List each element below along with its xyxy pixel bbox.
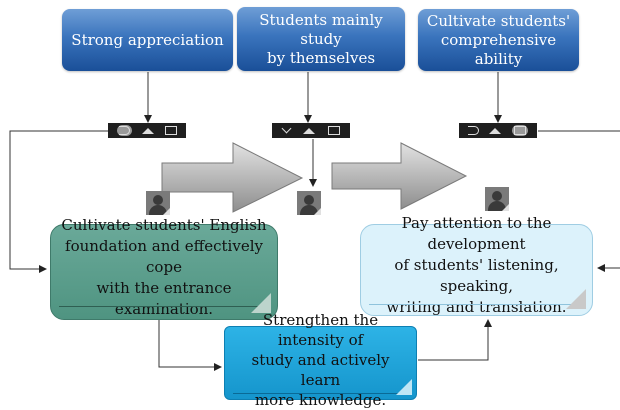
top-box-middle-line2: by themselves	[266, 48, 376, 67]
navbar-right	[459, 123, 537, 138]
home-icon[interactable]	[302, 127, 315, 134]
home-icon[interactable]	[142, 127, 155, 134]
avatar-icon	[485, 187, 509, 211]
page-fold-icon	[251, 293, 271, 313]
home-icon[interactable]	[489, 127, 502, 134]
top-box-left-label: Strong appreciation	[71, 30, 224, 49]
right-box-line3: writing and translation.	[386, 297, 567, 316]
avatar-icon	[297, 191, 321, 215]
back-icon[interactable]	[468, 126, 480, 135]
divider	[233, 393, 408, 394]
top-box-strong-appreciation: Strong appreciation	[62, 9, 233, 71]
top-box-right-line2: comprehensive ability	[440, 30, 557, 68]
connector-bottom-right	[418, 319, 492, 361]
bottom-box-line1: Strengthen the intensity of	[262, 311, 379, 349]
navbar-left	[108, 123, 186, 138]
box-listening-speaking: Pay attention to the development of stud…	[360, 214, 593, 316]
recent-apps-icon[interactable]	[511, 125, 528, 136]
top-box-comprehensive-ability: Cultivate students' comprehensive abilit…	[418, 9, 579, 71]
back-icon[interactable]	[117, 125, 133, 136]
recent-apps-icon[interactable]	[164, 126, 177, 135]
page-fold-icon	[396, 379, 412, 395]
connector-left-bottom	[158, 320, 222, 371]
divider	[369, 304, 584, 305]
avatar-icon	[146, 191, 170, 215]
right-box-line1: Pay attention to the development	[401, 213, 552, 253]
right-box-line2: of students' listening, speaking,	[394, 255, 559, 295]
top-box-right-line1: Cultivate students'	[426, 11, 571, 30]
box-strengthen-study: Strengthen the intensity of study and ac…	[224, 311, 417, 409]
recent-apps-icon[interactable]	[327, 126, 340, 135]
connector-left-loop	[9, 130, 108, 273]
left-box-line1: Cultivate students' English	[61, 215, 267, 234]
page-fold-icon	[566, 289, 586, 309]
flow-arrow-left	[161, 142, 304, 213]
top-box-students-study: Students mainly study by themselves	[237, 7, 405, 71]
bottom-box-line2: study and actively learn	[251, 351, 390, 389]
box-english-foundation: Cultivate students' English foundation a…	[50, 216, 278, 320]
navbar-middle	[272, 123, 350, 138]
left-box-line3: with the entrance examination.	[96, 278, 232, 318]
chevron-down-icon[interactable]	[281, 123, 291, 134]
left-box-line2: foundation and effectively cope	[65, 236, 263, 276]
divider	[59, 306, 269, 307]
top-box-middle-line1: Students mainly study	[259, 10, 383, 48]
flow-arrow-right	[331, 142, 468, 210]
